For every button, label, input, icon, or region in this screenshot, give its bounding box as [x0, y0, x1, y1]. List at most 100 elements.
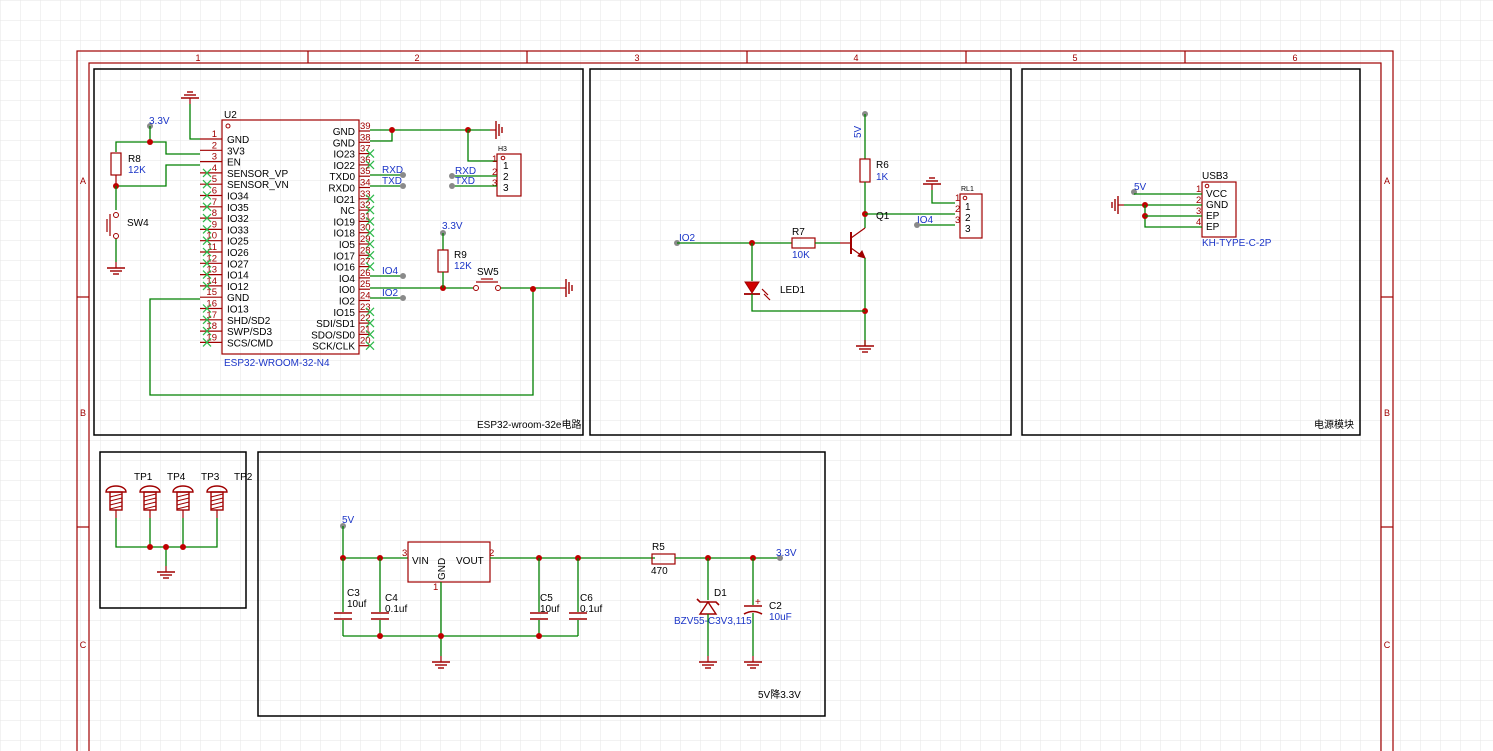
- esp32-pin-name: IO16: [333, 263, 355, 274]
- c6-ref: C6: [580, 593, 593, 604]
- relay-ref: RL1: [961, 186, 974, 193]
- esp32-pin-number: 12: [206, 253, 217, 264]
- esp32-pin-number: 5: [212, 174, 217, 185]
- net-io4-u2: IO4: [382, 266, 399, 277]
- r8-ref: R8: [128, 154, 141, 165]
- drawing-frame: 1 2 3 4 5 6 A B C A B C: [76, 50, 1394, 751]
- esp32-pin-number: 13: [206, 265, 217, 276]
- tp3-ref: TP3: [201, 472, 220, 483]
- esp32-pin-name: SDI/SD1: [316, 319, 355, 330]
- sw5-ref: SW5: [477, 267, 499, 278]
- net-3v3-r9: 3.3V: [442, 221, 463, 232]
- ldo-pin-out: 2: [489, 548, 494, 559]
- switch-sw5[interactable]: SW5: [473, 267, 501, 291]
- q1-ref: Q1: [876, 211, 890, 222]
- c5-ref: C5: [540, 593, 553, 604]
- usb-connector-usb3[interactable]: USB3 KH-TYPE-C-2P VCC GND EP EP 1 2 3 4: [1196, 171, 1272, 249]
- net-txd-h3: TXD: [455, 176, 475, 187]
- esp32-pin-name: IO15: [333, 308, 355, 319]
- relay-pin2-label: 2: [965, 213, 971, 224]
- esp32-pin-number: 28: [360, 245, 371, 256]
- transistor-q1[interactable]: Q1: [840, 211, 890, 259]
- relay-pin2-num: 2: [955, 204, 960, 215]
- d1-ref: D1: [714, 588, 727, 599]
- relay-section-box: [589, 68, 1012, 436]
- esp32-pin-name: SDO/SD0: [311, 330, 355, 341]
- esp32-pin-name: SHD/SD2: [227, 316, 271, 327]
- capacitor-c3[interactable]: C3 10uf: [334, 588, 367, 620]
- esp32-pin-name: IO17: [333, 251, 355, 262]
- capacitor-c2[interactable]: + C2 10uF: [743, 597, 792, 623]
- esp32-pin-number: 2: [212, 140, 217, 151]
- tp4-ref: TP4: [167, 472, 186, 483]
- relay-connector[interactable]: RL1 1 2 3 1 2 3: [955, 186, 983, 239]
- esp32-pin-name: EN: [227, 158, 241, 169]
- tp2-ref: TP2: [234, 472, 253, 483]
- capacitor-c5[interactable]: C5 10uf: [530, 593, 560, 620]
- c6-value: 0.1uf: [580, 604, 602, 615]
- esp32-pin-number: 16: [206, 299, 217, 310]
- header-h3[interactable]: H3 1 2 3 1 2 3: [492, 146, 522, 197]
- h3-pin2-label: 2: [503, 172, 509, 183]
- ldo-regulator[interactable]: VIN VOUT GND 3 2 1: [402, 541, 494, 593]
- esp32-pin-name: RXD0: [328, 184, 355, 195]
- usb3-pin1-name: VCC: [1206, 189, 1227, 200]
- esp32-pin-number: 30: [360, 223, 371, 234]
- esp32-pin-number: 32: [360, 200, 371, 211]
- esp32-pin-number: 3: [212, 152, 217, 163]
- esp32-pin-number: 10: [206, 231, 217, 242]
- esp32-pin-name: IO12: [227, 282, 249, 293]
- net-io4-relay: IO4: [917, 215, 934, 226]
- sw4-ref: SW4: [127, 218, 149, 229]
- testpoint-section-box: [99, 451, 247, 609]
- c3-ref: C3: [347, 588, 360, 599]
- net-5v-r6: 5V: [853, 125, 864, 138]
- esp32-pin-name: SWP/SD3: [227, 327, 272, 338]
- esp32-module[interactable]: U2 ESP32-WROOM-32-N4 1GND23V33EN4SENSOR_…: [200, 110, 375, 369]
- usb3-pin1-num: 1: [1196, 184, 1201, 195]
- esp32-pin-name: IO2: [339, 297, 356, 308]
- esp32-pin-name: GND: [227, 135, 249, 146]
- net-rxd-u2: RXD: [382, 165, 403, 176]
- frame-col-5: 5: [1072, 53, 1077, 63]
- frame-row-c-left: C: [80, 640, 87, 650]
- net-3v3-r8: 3.3V: [149, 116, 170, 127]
- esp32-pin-number: 9: [212, 219, 217, 230]
- net-5v-ldo: 5V: [342, 515, 355, 526]
- usb3-pin3-num: 3: [1196, 206, 1201, 217]
- frame-row-a-left: A: [80, 176, 86, 186]
- r7-value: 10K: [792, 250, 810, 261]
- capacitor-c6[interactable]: C6 0.1uf: [569, 593, 602, 620]
- r5-value: 470: [651, 566, 668, 577]
- esp32-pin-name: IO0: [339, 285, 356, 296]
- esp32-pin-number: 37: [360, 144, 371, 155]
- frame-row-a-right: A: [1384, 176, 1390, 186]
- ldo-pin-gnd: 1: [433, 582, 438, 593]
- led1-ref: LED1: [780, 285, 805, 296]
- esp32-pin-number: 39: [360, 121, 371, 132]
- esp32-pin-number: 4: [212, 163, 217, 174]
- resistor-r5[interactable]: R5 470: [651, 542, 676, 577]
- section-title-power-module: 电源模块: [1314, 418, 1354, 431]
- esp32-pin-number: 18: [206, 321, 217, 332]
- esp32-pin-number: 33: [360, 189, 371, 200]
- r5-ref: R5: [652, 542, 665, 553]
- ldo-vout-label: VOUT: [456, 556, 484, 567]
- relay-pin3-num: 3: [955, 215, 960, 226]
- test-points[interactable]: TP1 TP4 TP3 TP2: [105, 472, 253, 519]
- esp32-pin-name: IO32: [227, 214, 249, 225]
- r7-ref: R7: [792, 227, 805, 238]
- esp32-pin-name: IO23: [333, 150, 355, 161]
- switch-sw4[interactable]: SW4: [106, 212, 149, 239]
- esp32-pin-number: 23: [360, 302, 371, 313]
- esp32-pin-name: IO14: [227, 271, 249, 282]
- relay-pin1-label: 1: [965, 202, 971, 213]
- h3-pin1-num: 1: [492, 154, 497, 165]
- c4-value: 0.1uf: [385, 604, 407, 615]
- net-5v-usb: 5V: [1134, 182, 1147, 193]
- capacitor-c4[interactable]: C4 0.1uf: [371, 593, 407, 620]
- d1-value: BZV55-C3V3,115: [674, 616, 752, 627]
- h3-ref: H3: [498, 146, 507, 153]
